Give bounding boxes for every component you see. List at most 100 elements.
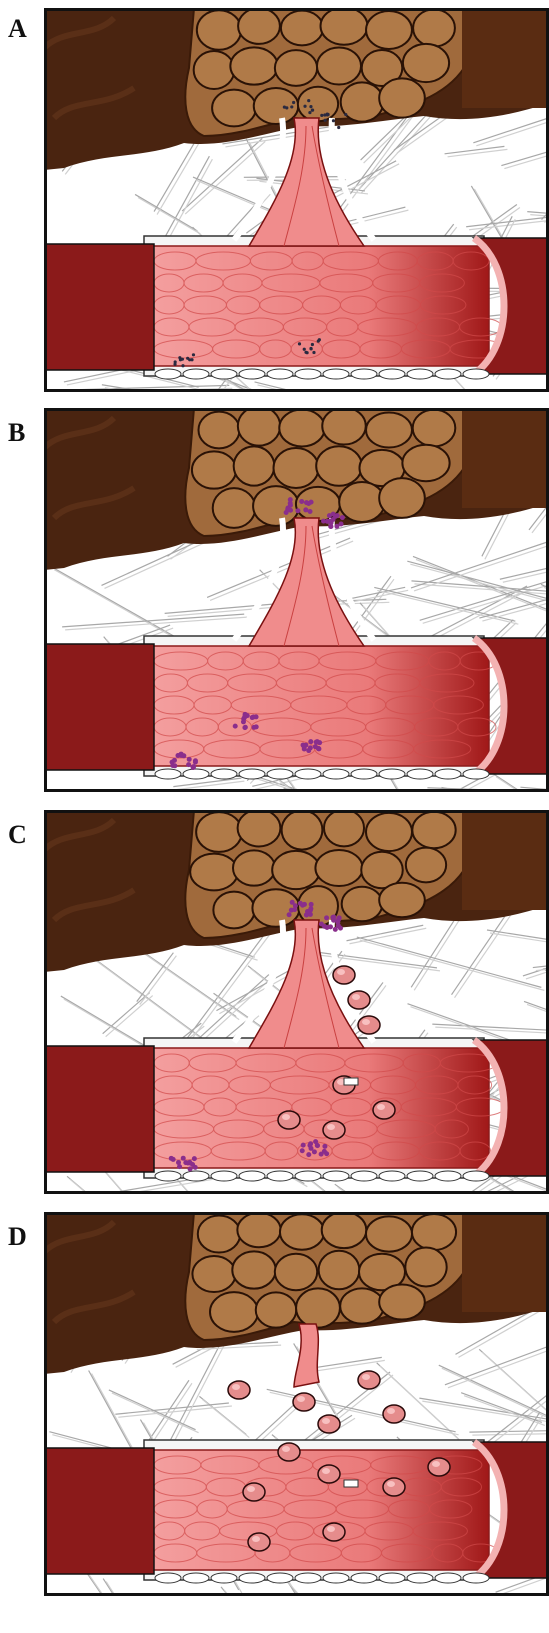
aggregate-particle	[186, 762, 191, 767]
red-blood-cell	[383, 1405, 405, 1423]
red-blood-cell	[373, 1101, 395, 1119]
parenchymal-cell	[366, 813, 412, 851]
aggregate-particle	[304, 912, 309, 917]
red-blood-cell	[358, 1016, 380, 1034]
particle	[326, 113, 329, 116]
panel-d-label: D	[8, 1222, 27, 1252]
aggregate-particle	[295, 508, 300, 513]
wall-cell	[407, 769, 433, 779]
cell-highlight	[282, 1114, 290, 1120]
parenchymal-cell	[319, 1251, 360, 1290]
wall-cell	[211, 769, 237, 779]
cell-highlight	[232, 1384, 240, 1390]
red-blood-cell	[243, 1483, 265, 1501]
cell-highlight	[322, 1418, 330, 1424]
vessel-left-end	[44, 1046, 154, 1172]
particle	[332, 119, 335, 122]
wall-cell	[183, 369, 209, 379]
panel-d	[44, 1212, 549, 1596]
red-blood-cell	[318, 1415, 340, 1433]
parenchymal-cell	[412, 1214, 456, 1250]
cell-highlight	[362, 1374, 370, 1380]
aggregate-particle	[340, 515, 345, 520]
cell-highlight	[352, 994, 360, 1000]
wall-cell	[155, 369, 181, 379]
wall-cell	[239, 1573, 265, 1583]
particle	[311, 343, 314, 346]
wall-cell	[351, 369, 377, 379]
cell-body	[318, 1415, 340, 1433]
parenchymal-cell	[315, 850, 362, 886]
aggregate-particle	[325, 925, 330, 930]
parenchymal-cell	[213, 892, 254, 929]
wall-cell	[183, 769, 209, 779]
parenchymal-cell	[237, 1213, 280, 1247]
parenchymal-cell	[366, 11, 412, 49]
particle	[309, 105, 312, 108]
red-blood-cell	[278, 1111, 300, 1129]
cell-body	[383, 1405, 405, 1423]
cell-highlight	[387, 1408, 395, 1414]
wall-cell	[295, 1171, 321, 1181]
wall-cell	[183, 1171, 209, 1181]
parenchymal-cell	[322, 1212, 367, 1248]
wall-cell	[323, 1171, 349, 1181]
wall-cell	[155, 1171, 181, 1181]
particle	[320, 114, 323, 117]
red-blood-cell	[228, 1381, 250, 1399]
aggregate-particle	[304, 500, 309, 505]
wall-cell	[295, 1573, 321, 1583]
parenchymal-cell	[230, 47, 277, 84]
wall-cell	[267, 369, 293, 379]
wall-cell	[435, 1573, 461, 1583]
cell-body	[243, 1483, 265, 1501]
cell-body	[348, 991, 370, 1009]
aggregate-particle	[187, 757, 192, 762]
parenchymal-cell	[406, 848, 446, 883]
parenchymal-cell	[234, 446, 275, 485]
parenchymal-cell	[194, 51, 235, 89]
particle	[181, 364, 184, 367]
wall-cell	[295, 769, 321, 779]
aggregate-particle	[302, 744, 307, 749]
aggregate-particle	[233, 724, 238, 729]
parenchymal-cell	[282, 810, 323, 849]
parenchymal-cell	[280, 1214, 324, 1250]
wall-cell	[211, 1573, 237, 1583]
aggregate-particle	[309, 1146, 314, 1151]
cell-body	[293, 1393, 315, 1411]
red-blood-cell	[323, 1523, 345, 1541]
parenchymal-cell	[198, 1215, 240, 1252]
aggregate-particle	[242, 725, 247, 730]
parenchymal-cell	[196, 812, 242, 852]
wall-cell	[267, 1171, 293, 1181]
cell-highlight	[432, 1461, 440, 1467]
parenchymal-cell	[210, 1292, 258, 1332]
wall-cell	[267, 1573, 293, 1583]
cell-body	[383, 1478, 405, 1496]
aggregate-particle	[299, 499, 304, 504]
vessel-lumen	[144, 1048, 489, 1168]
aggregate-particle	[303, 507, 308, 512]
right-dark-tissue	[462, 1212, 549, 1312]
wall-cell	[407, 1171, 433, 1181]
wall-cell	[379, 769, 405, 779]
parenchymal-cell	[321, 8, 368, 45]
wall-cell	[435, 369, 461, 379]
cell-body	[358, 1016, 380, 1034]
cell-body	[323, 1121, 345, 1139]
aggregate-particle	[309, 500, 314, 505]
wall-cell	[463, 1171, 489, 1181]
wall-cell	[323, 769, 349, 779]
right-dark-tissue	[462, 810, 549, 910]
parenchymal-cell	[213, 488, 256, 528]
particle	[292, 101, 295, 104]
panel-c-label: C	[8, 820, 27, 850]
wall-cell	[463, 1573, 489, 1583]
aggregate-particle	[287, 912, 292, 917]
cell-highlight	[247, 1486, 255, 1492]
parenchymal-cell	[197, 10, 241, 49]
wall-cell	[463, 369, 489, 379]
parenchymal-cell	[403, 44, 449, 82]
particle	[303, 105, 306, 108]
